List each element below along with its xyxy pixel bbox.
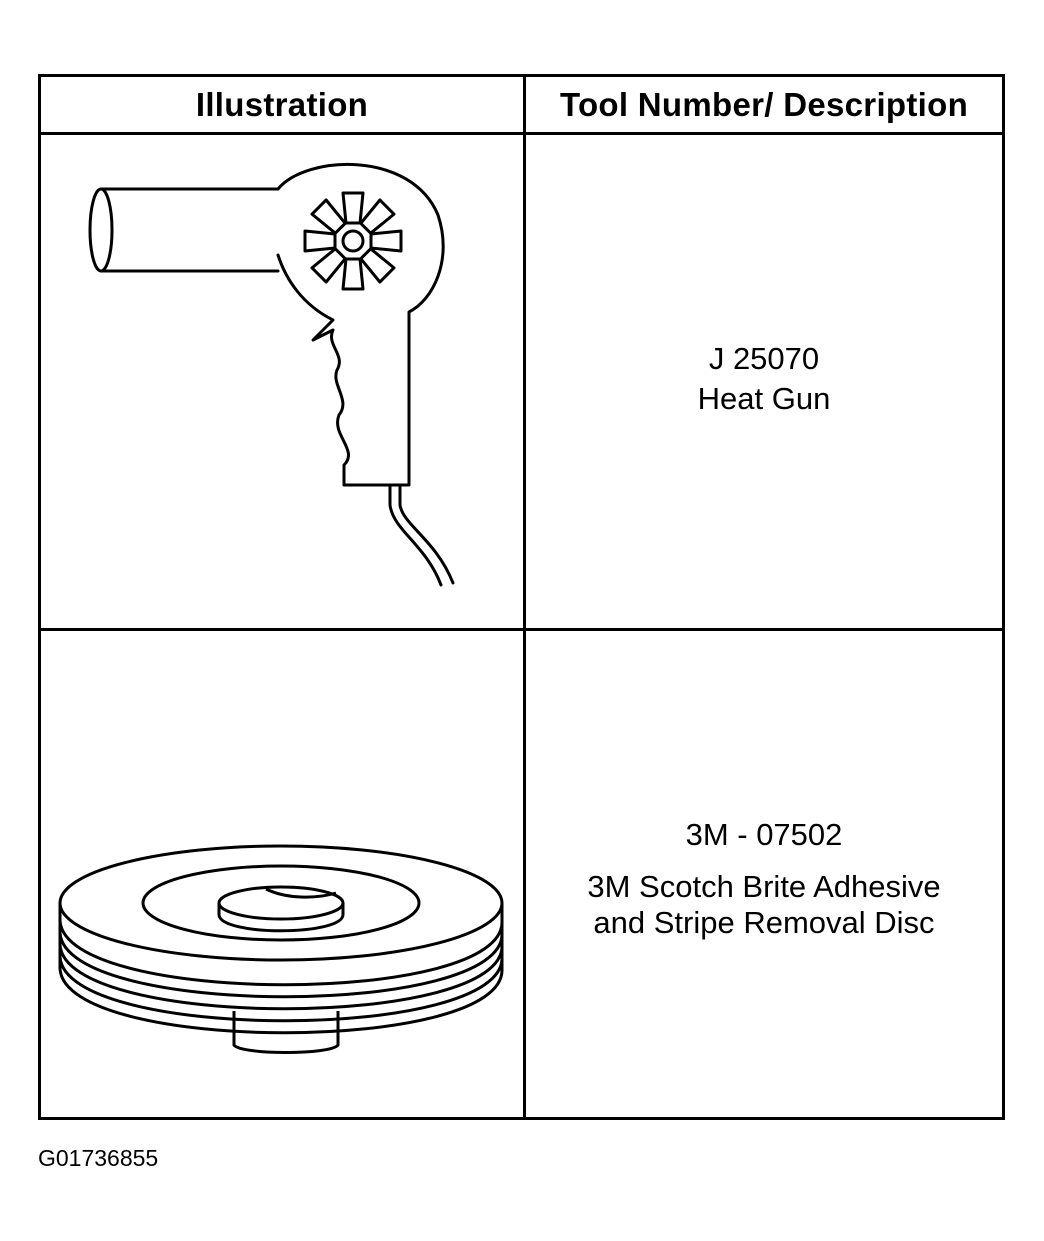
tool-table: Illustration Tool Number/ Description [38,74,1005,1120]
tool-description-line-1: 3M Scotch Brite Adhesive [587,869,941,905]
tool-number: J 25070 [708,341,820,376]
column-header-tool: Tool Number/ Description [559,85,969,123]
removal-disc-icon [58,844,504,1054]
tool-description-line-2: and Stripe Removal Disc [593,904,935,940]
figure-id: G01736855 [38,1145,159,1171]
table-row-removal-disc-description: 3M - 07502 3M Scotch Brite Adhesive and … [526,815,1002,941]
row-divider [41,628,1002,631]
header-divider [41,132,1002,135]
tool-description: Heat Gun [697,381,831,417]
column-divider [523,77,526,1117]
table-row-heat-gun-illustration [41,135,523,628]
tool-number: 3M - 07502 [685,817,843,852]
table-row-removal-disc-illustration [41,631,523,1117]
heat-gun-icon [88,163,455,587]
column-header-illustration: Illustration [195,85,369,123]
table-row-heat-gun-description: J 25070 Heat Gun [526,339,1002,420]
